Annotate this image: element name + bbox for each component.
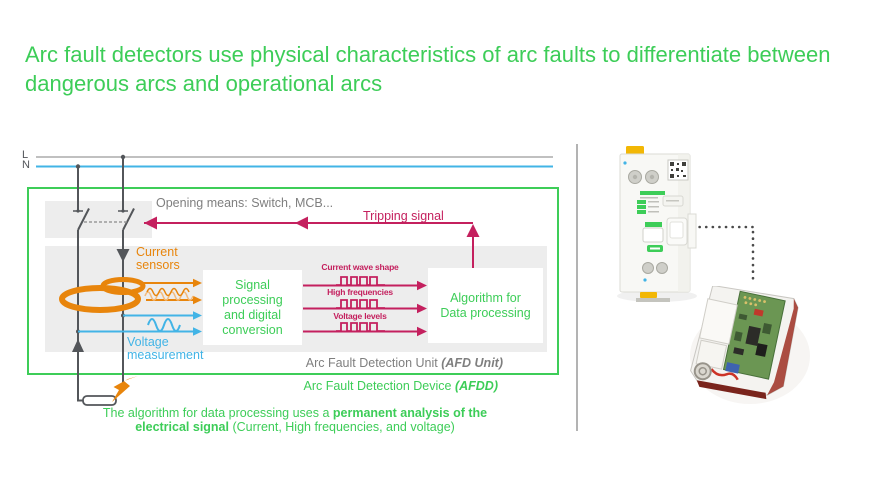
din-clip-icon [640, 292, 657, 298]
tripping-signal-path [144, 216, 480, 268]
current-down-arrow-icon [116, 249, 130, 262]
afdd-internal-circuit-board-photo [690, 286, 810, 404]
voltage-measurement-label: Voltage measurement [127, 335, 204, 362]
din-clip-icon [626, 146, 644, 155]
algorithm-box [428, 268, 543, 343]
toggle-lever [642, 227, 664, 243]
lightning-arc-icon [112, 376, 138, 402]
qr-code-icon [667, 159, 689, 181]
square-wave-icons [336, 276, 385, 332]
afdd-circuit-breaker-photo [617, 146, 697, 302]
page-title: Arc fault detectors use physical charact… [25, 42, 831, 96]
current-sensors-label: Current sensors [136, 245, 180, 272]
signal-label-voltage-levels: Voltage levels [333, 310, 387, 321]
opening-means-label: Opening means: Switch, MCB... [156, 196, 334, 210]
current-up-arrow-icon [72, 339, 84, 352]
afd-unit-label: Arc Fault Detection Unit (AFD Unit) [305, 356, 503, 370]
toroid-current-sensor-icon [59, 277, 146, 313]
tripping-signal-label: Tripping signal [363, 209, 444, 223]
neutral-label: N [22, 159, 30, 171]
dotted-connector [691, 225, 755, 286]
signal-processing-box [203, 270, 302, 345]
noisy-wave-icon [146, 287, 190, 297]
algorithm-label: Algorithm for Data processing [440, 290, 531, 320]
current-signal-arrows [142, 278, 202, 305]
bottom-caption: The algorithm for data processing uses a… [102, 406, 488, 434]
afdd-boundary-box [27, 187, 559, 375]
load-resistor-icon [82, 395, 117, 406]
processed-signal-arrows [303, 276, 427, 337]
section-divider [576, 144, 578, 431]
brand-logo [640, 191, 665, 195]
signal-label-current-wave-shape: Current wave shape [321, 262, 399, 272]
status-indicator [645, 222, 662, 227]
opening-means-panel [45, 201, 152, 238]
live-label: L [22, 149, 29, 161]
afdd-label: Arc Fault Detection Device (AFDD) [303, 379, 499, 393]
voltage-signal-arrows [78, 311, 202, 336]
noisy-wave-icon [144, 291, 194, 301]
signal-label-high-frequencies: High frequencies [327, 287, 393, 297]
sine-wave-icon [147, 318, 181, 332]
signal-processing-label: Signal processing and digital conversion [222, 277, 283, 337]
